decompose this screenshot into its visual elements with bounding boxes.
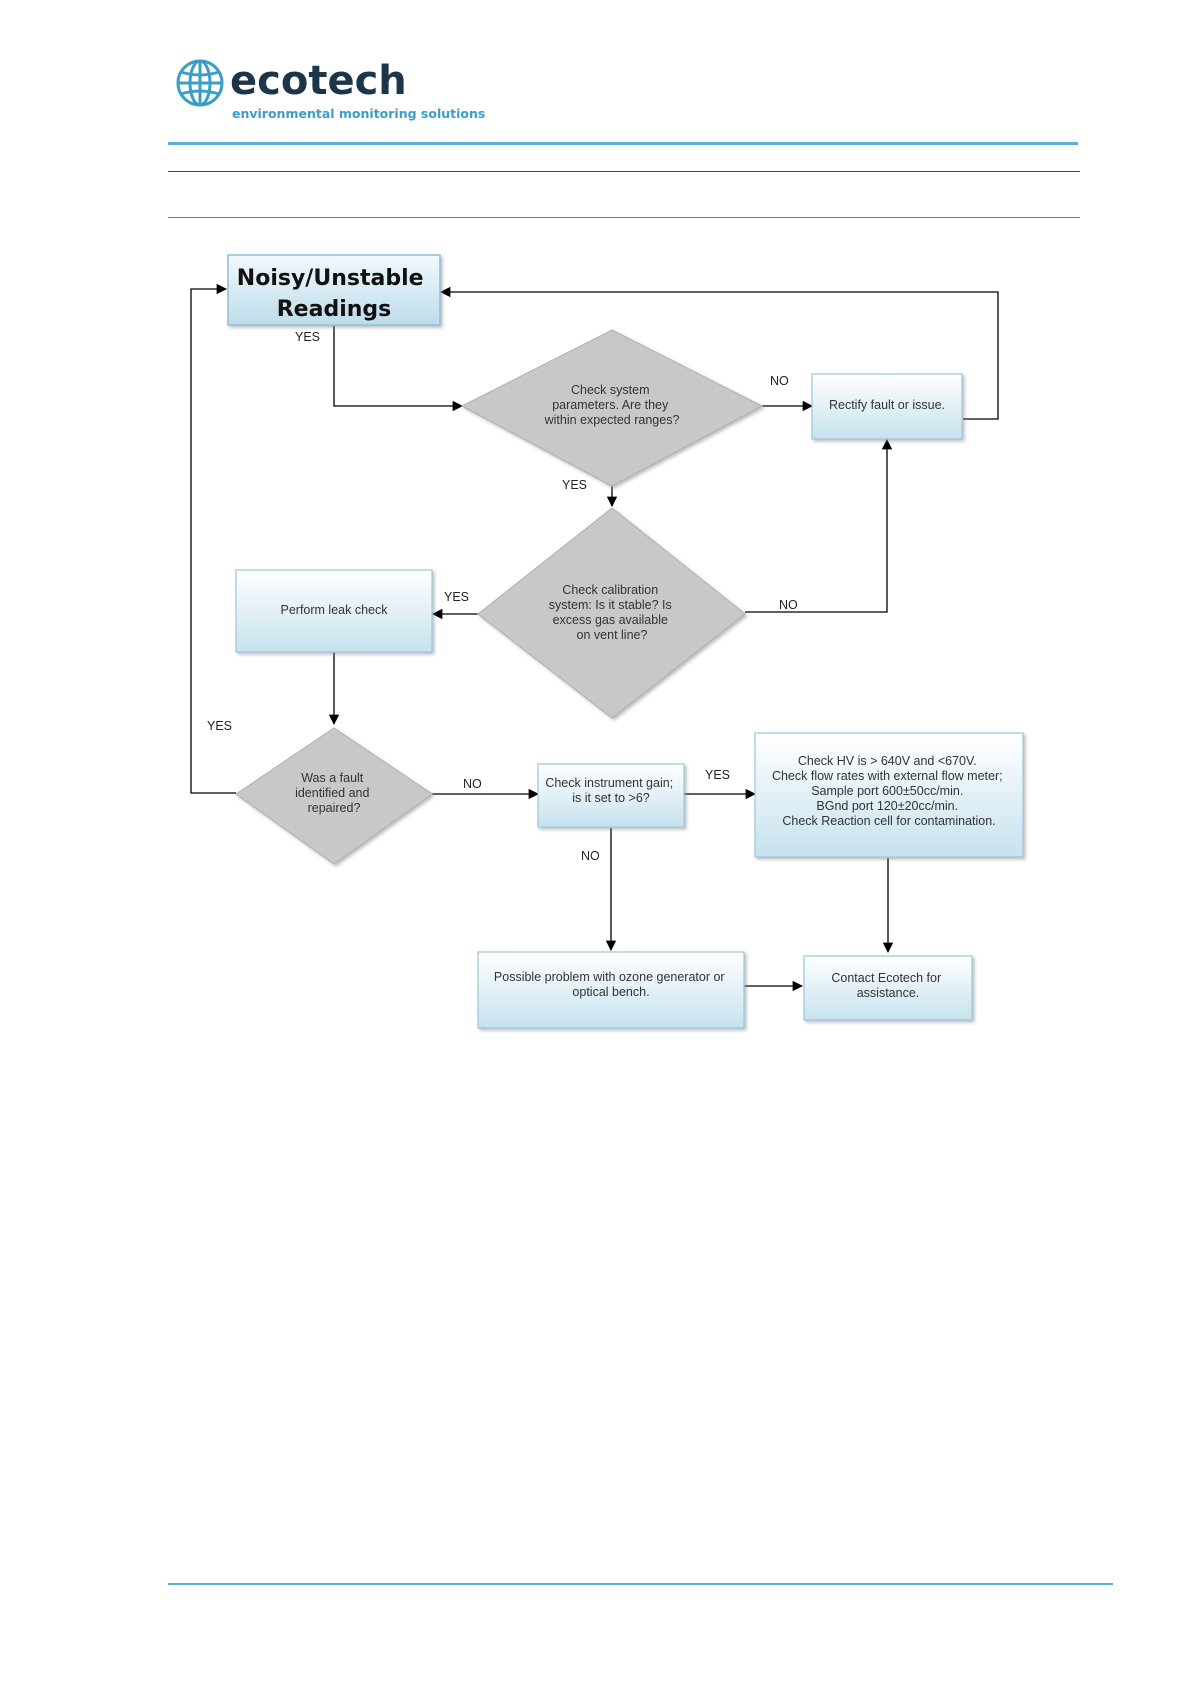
check-gain-line-1: Check instrument gain; xyxy=(545,776,673,790)
check-cal-line-3: excess gas available xyxy=(553,613,668,627)
contact-line-2: assistance. xyxy=(857,986,920,1000)
svg-text:Contact Ecotech for assi: Contact Ecotech for assistance. xyxy=(831,971,944,1000)
check-hv-line-2: Check flow rates with external flow mete… xyxy=(772,769,1003,783)
label-cal-no: NO xyxy=(779,598,798,612)
svg-text:Possible problem with ozone ge: Possible problem with ozone generator or… xyxy=(494,970,728,999)
check-params-line-3: within expected ranges? xyxy=(544,413,680,427)
header-rule-thin xyxy=(168,217,1080,218)
node-check-hv: Check HV is > 640V and <670V. Check flow… xyxy=(754,732,1024,858)
label-gain-yes: YES xyxy=(705,768,730,782)
logo-tagline: environmental monitoring solutions xyxy=(232,106,485,121)
node-fault-found: Was a fault identified and repaired? xyxy=(235,727,433,865)
check-gain-line-2: is it set to >6? xyxy=(572,791,650,805)
svg-text:Was a fault identified a: Was a fault identified and repaired? xyxy=(295,771,373,815)
node-contact: Contact Ecotech for assistance. xyxy=(803,955,973,1021)
check-cal-line-1: Check calibration xyxy=(562,583,658,597)
edge-fault-yes-to-start xyxy=(190,283,236,794)
rectify-line-1: Rectify fault or issue. xyxy=(829,398,945,412)
fault-found-line-2: identified and xyxy=(295,786,369,800)
node-rectify: Rectify fault or issue. xyxy=(811,373,963,440)
logo-wordmark: ecotech xyxy=(230,58,407,104)
node-check-params: Check system parameters. Are they within… xyxy=(460,329,764,487)
svg-text:Check HV is > 640V and <670V.: Check HV is > 640V and <670V. Check flow… xyxy=(772,754,1006,828)
label-fault-no: NO xyxy=(463,777,482,791)
check-hv-line-4: BGnd port 120±20cc/min. xyxy=(816,799,958,813)
fault-found-line-3: repaired? xyxy=(308,801,361,815)
edge-rectify-to-start xyxy=(439,286,999,420)
node-ozone: Possible problem with ozone generator or… xyxy=(477,951,745,1029)
label-params-no: NO xyxy=(770,374,789,388)
svg-text:Check system parameters.: Check system parameters. Are they within… xyxy=(544,383,680,427)
node-start: Noisy/Unstable Readings xyxy=(227,254,441,326)
footer-rule xyxy=(168,1583,1113,1585)
globe-icon xyxy=(176,59,224,107)
label-fault-yes: YES xyxy=(207,719,232,733)
svg-text:Check calibration system: Check calibration system: Is it stable? … xyxy=(549,583,675,642)
label-start-yes: YES xyxy=(295,330,320,344)
edges xyxy=(190,283,999,992)
fault-found-line-1: Was a fault xyxy=(301,771,364,785)
check-cal-line-4: on vent line? xyxy=(577,628,648,642)
check-hv-line-1: Check HV is > 640V and <670V. xyxy=(798,754,977,768)
svg-text:Rectify fault or issue.: Rectify fault or issue. xyxy=(829,398,945,412)
edge-cal-no-to-rectify xyxy=(745,438,893,613)
header-rule-dark xyxy=(168,171,1080,172)
svg-text:Perform leak check: Perform leak check xyxy=(281,603,389,617)
check-hv-line-5: Check Reaction cell for contamination. xyxy=(782,814,995,828)
ecotech-logo: ecotech environmental monitoring solutio… xyxy=(176,58,485,121)
header-rule-blue xyxy=(168,142,1078,145)
check-params-line-2: parameters. Are they xyxy=(552,398,669,412)
node-check-gain: Check instrument gain; is it set to >6? xyxy=(537,763,685,828)
ozone-line-2: optical bench. xyxy=(572,985,649,999)
contact-line-1: Contact Ecotech for xyxy=(831,971,941,985)
edge-labels: YES NO YES YES NO YES NO YES NO xyxy=(207,330,798,863)
start-label-line-2: Readings xyxy=(277,297,392,322)
node-check-cal: Check calibration system: Is it stable? … xyxy=(477,507,746,719)
svg-text:Check instrument gain; i: Check instrument gain; is it set to >6? xyxy=(545,776,676,805)
label-params-yes: YES xyxy=(562,478,587,492)
leak-check-line-1: Perform leak check xyxy=(281,603,389,617)
label-cal-yes: YES xyxy=(444,590,469,604)
svg-text:Noisy/Unstable Readings: Noisy/Unstable Readings xyxy=(237,266,431,322)
ozone-line-1: Possible problem with ozone generator or xyxy=(494,970,725,984)
node-leak-check: Perform leak check xyxy=(235,569,433,653)
edge-start-to-params xyxy=(333,326,464,412)
check-cal-line-2: system: Is it stable? Is xyxy=(549,598,672,612)
check-params-line-1: Check system xyxy=(571,383,650,397)
label-gain-no: NO xyxy=(581,849,600,863)
start-label-line-1: Noisy/Unstable xyxy=(237,266,424,291)
check-hv-line-3: Sample port 600±50cc/min. xyxy=(811,784,963,798)
